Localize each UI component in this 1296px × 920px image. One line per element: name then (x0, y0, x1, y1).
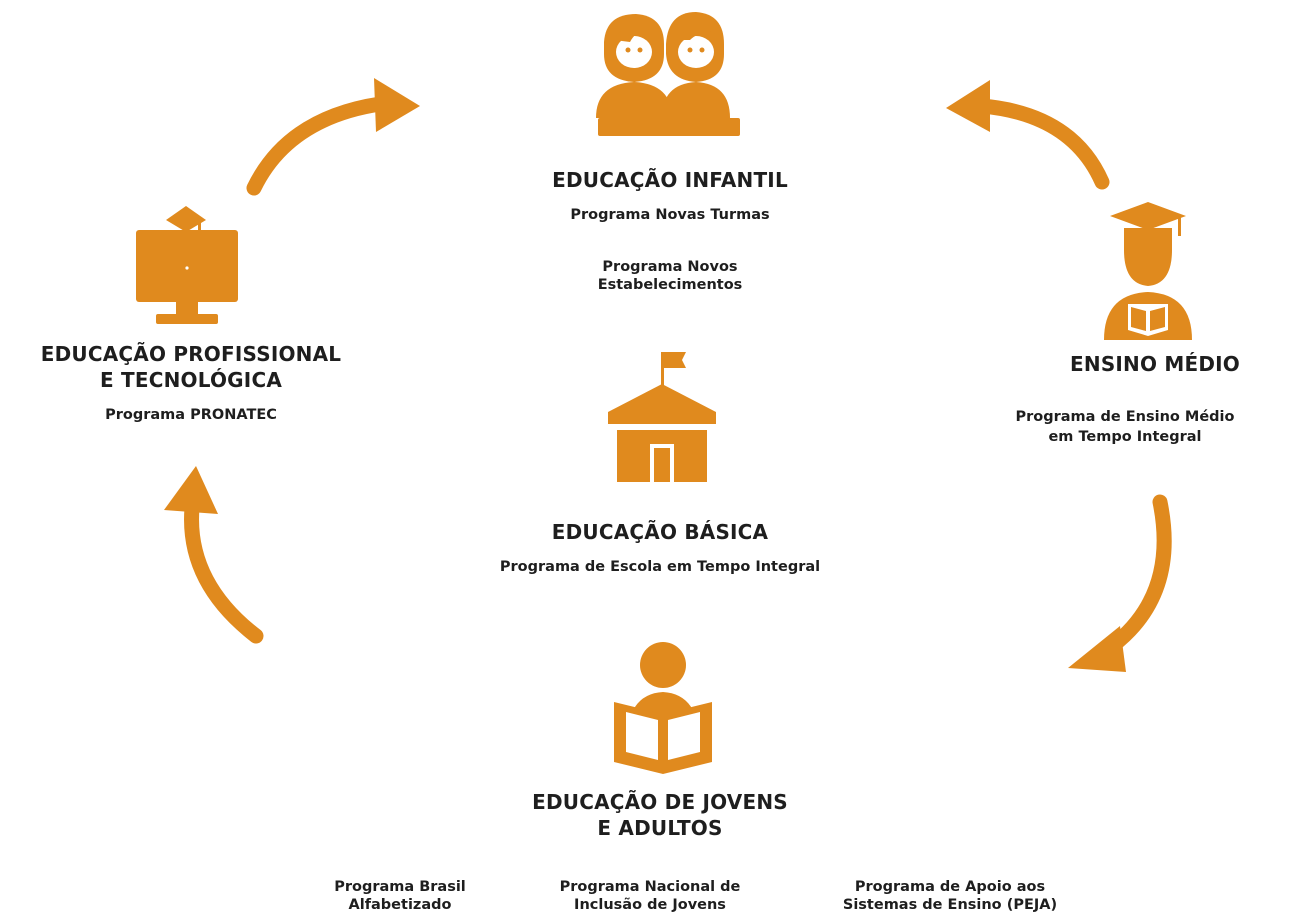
jovens-program: Sistemas de Ensino (PEJA) (842, 897, 1058, 913)
profissional-title: EDUCAÇÃO PROFISSIONAL (40, 342, 342, 366)
medio-program: Programa de Ensino Médio (1015, 409, 1235, 425)
basica-program: Programa de Escola em Tempo Integral (499, 559, 821, 575)
cycle-arrow-icon (946, 80, 1110, 190)
profissional-program: Programa PRONATEC (105, 407, 277, 423)
cycle-arrow-icon (246, 78, 420, 196)
children-icon (596, 12, 740, 136)
jovens-program: Programa de Apoio aos (854, 879, 1046, 895)
school-icon (608, 352, 716, 482)
cycle-arrow-icon (164, 466, 264, 644)
infantil-program: Estabelecimentos (597, 277, 743, 293)
infantil-program: Programa Novas Turmas (570, 207, 770, 223)
cycle-arrow-icon (1068, 494, 1172, 672)
reader-icon (614, 642, 712, 774)
profissional-title: E TECNOLÓGICA (100, 368, 282, 392)
jovens-program: Programa Nacional de (559, 879, 741, 895)
jovens-program: Alfabetizado (348, 897, 452, 913)
computer-graduation-icon (136, 206, 238, 324)
infantil-title: EDUCAÇÃO INFANTIL (552, 168, 788, 192)
jovens-title: E ADULTOS (597, 816, 723, 840)
jovens-program: Inclusão de Jovens (574, 897, 726, 913)
medio-program: em Tempo Integral (1048, 429, 1202, 445)
basica-title: EDUCAÇÃO BÁSICA (551, 520, 769, 544)
jovens-title: EDUCAÇÃO DE JOVENS (532, 790, 788, 814)
jovens-program: Programa Brasil (334, 879, 466, 895)
medio-title: ENSINO MÉDIO (1070, 352, 1240, 376)
infantil-program: Programa Novos (602, 259, 738, 275)
graduate-icon (1104, 202, 1192, 340)
